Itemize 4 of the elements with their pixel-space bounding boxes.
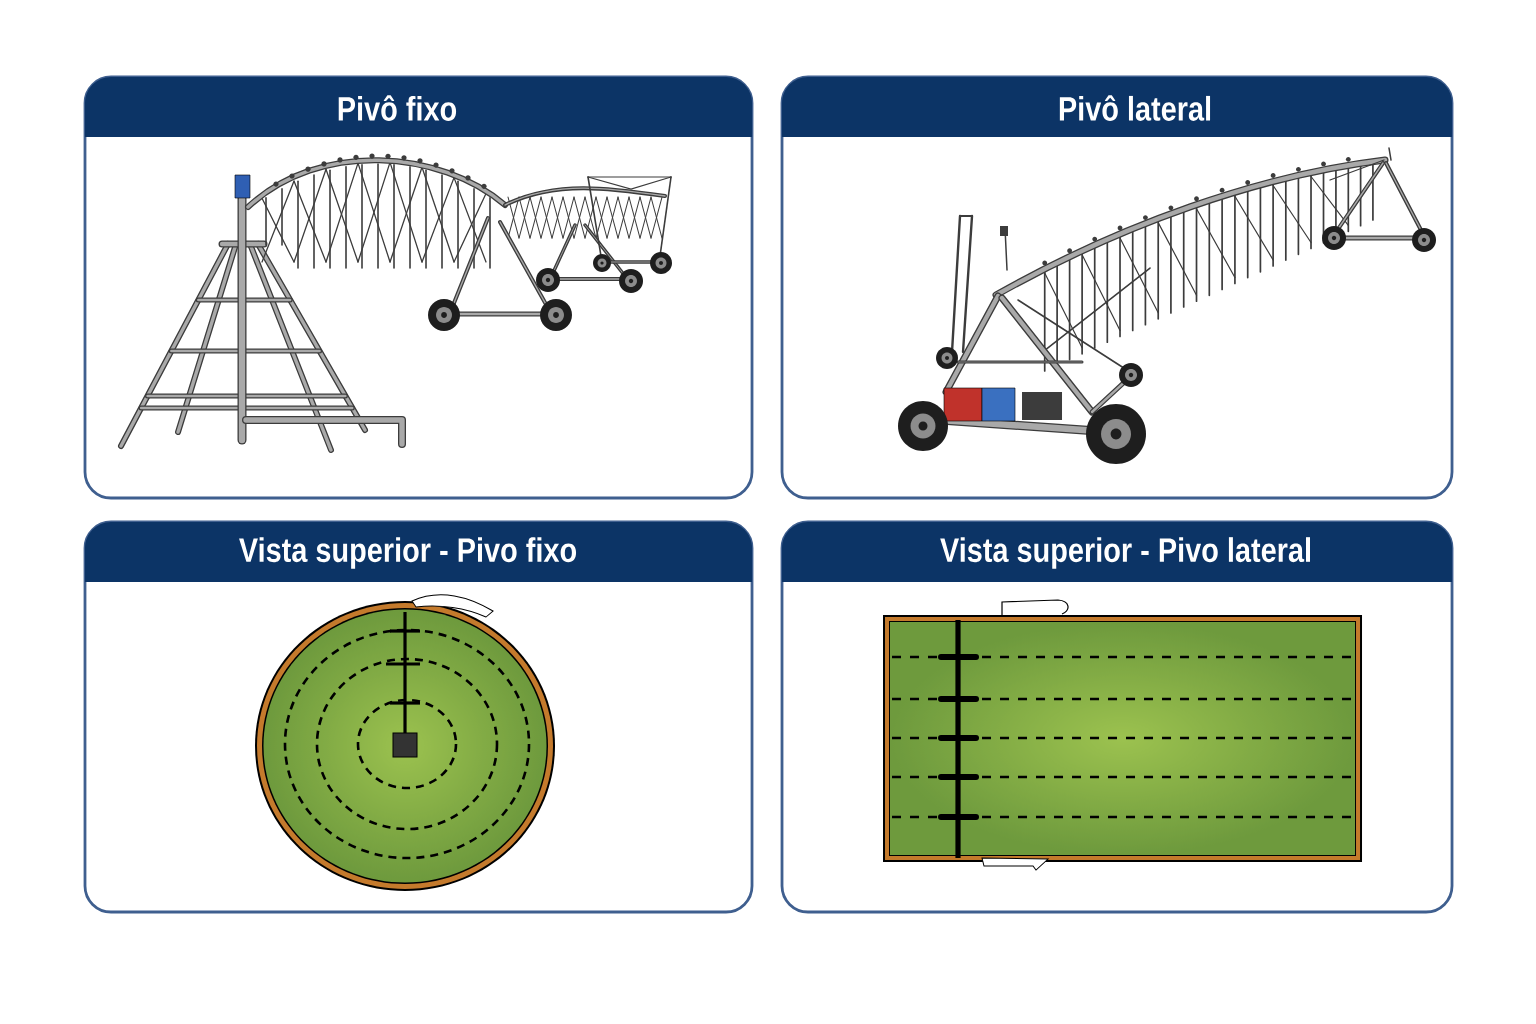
panel-header: Pivô lateral <box>782 77 1452 137</box>
panel-header: Vista superior - Pivo lateral <box>782 522 1452 582</box>
panel-header: Pivô fixo <box>85 77 752 137</box>
panel-header: Vista superior - Pivo fixo <box>85 522 752 582</box>
